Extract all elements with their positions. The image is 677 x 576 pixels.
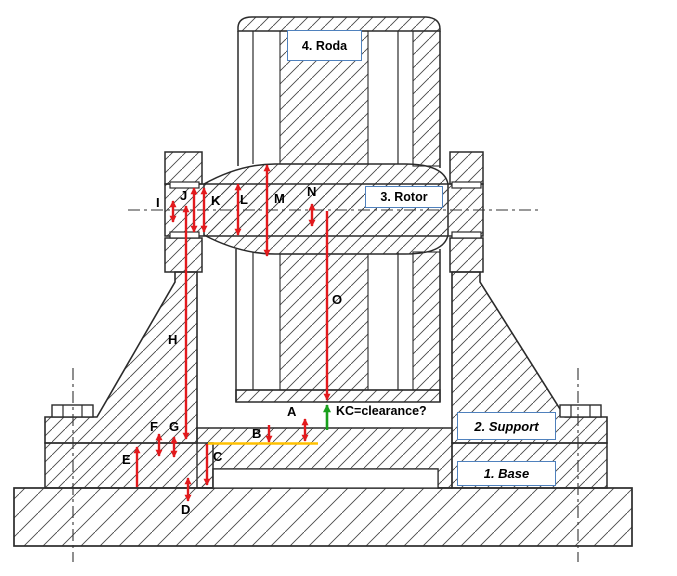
callout-roda: 4. Roda [287, 30, 362, 61]
wheel-bottom-rim [235, 389, 441, 403]
centerlines [72, 209, 579, 562]
dimension-label-M: M [274, 191, 285, 206]
callout-support: 2. Support [457, 412, 556, 440]
wheel-top-rim [237, 16, 441, 32]
dimension-label-F: F [150, 419, 158, 434]
rotor-part [164, 163, 484, 255]
callout-roda-label: 4. Roda [301, 38, 348, 53]
base-plinth [212, 468, 439, 489]
dimension-label-A: A [287, 404, 297, 419]
dimension-label-O: O [332, 292, 343, 307]
dimension-arrows [133, 164, 331, 502]
dimension-label-B: B [252, 426, 262, 441]
bearing-shell-left-bottom [169, 231, 200, 239]
callout-base-label: 1. Base [483, 466, 530, 481]
dimension-label-C: C [213, 449, 223, 464]
dimension-label-J: J [180, 188, 188, 203]
callout-rotor-label: 3. Rotor [380, 190, 428, 204]
dimension-label-N: N [307, 184, 317, 199]
dimension-label-D: D [181, 502, 191, 517]
callout-support-label: 2. Support [474, 418, 539, 434]
bearing-shell-right-top [451, 181, 482, 189]
callout-base: 1. Base [457, 461, 556, 486]
wheel-lower [235, 249, 441, 403]
dimension-label-L: L [240, 192, 248, 207]
dimension-label-K: K [211, 193, 221, 208]
bearing-shell-right-bottom [451, 231, 482, 239]
callout-rotor: 3. Rotor [365, 186, 443, 208]
bearing-shell-left-top [169, 181, 200, 189]
anchor-bolt-right [559, 404, 602, 418]
dimension-label-I: I [156, 195, 160, 210]
anchor-bolt-left [51, 404, 94, 418]
dimension-label-H: H [168, 332, 178, 347]
dimension-label-E: E [122, 452, 131, 467]
dimension-label-G: G [169, 419, 180, 434]
bearing-right [449, 151, 484, 273]
base-part [13, 487, 633, 547]
clearance-annotation: KC=clearance? [336, 404, 427, 418]
